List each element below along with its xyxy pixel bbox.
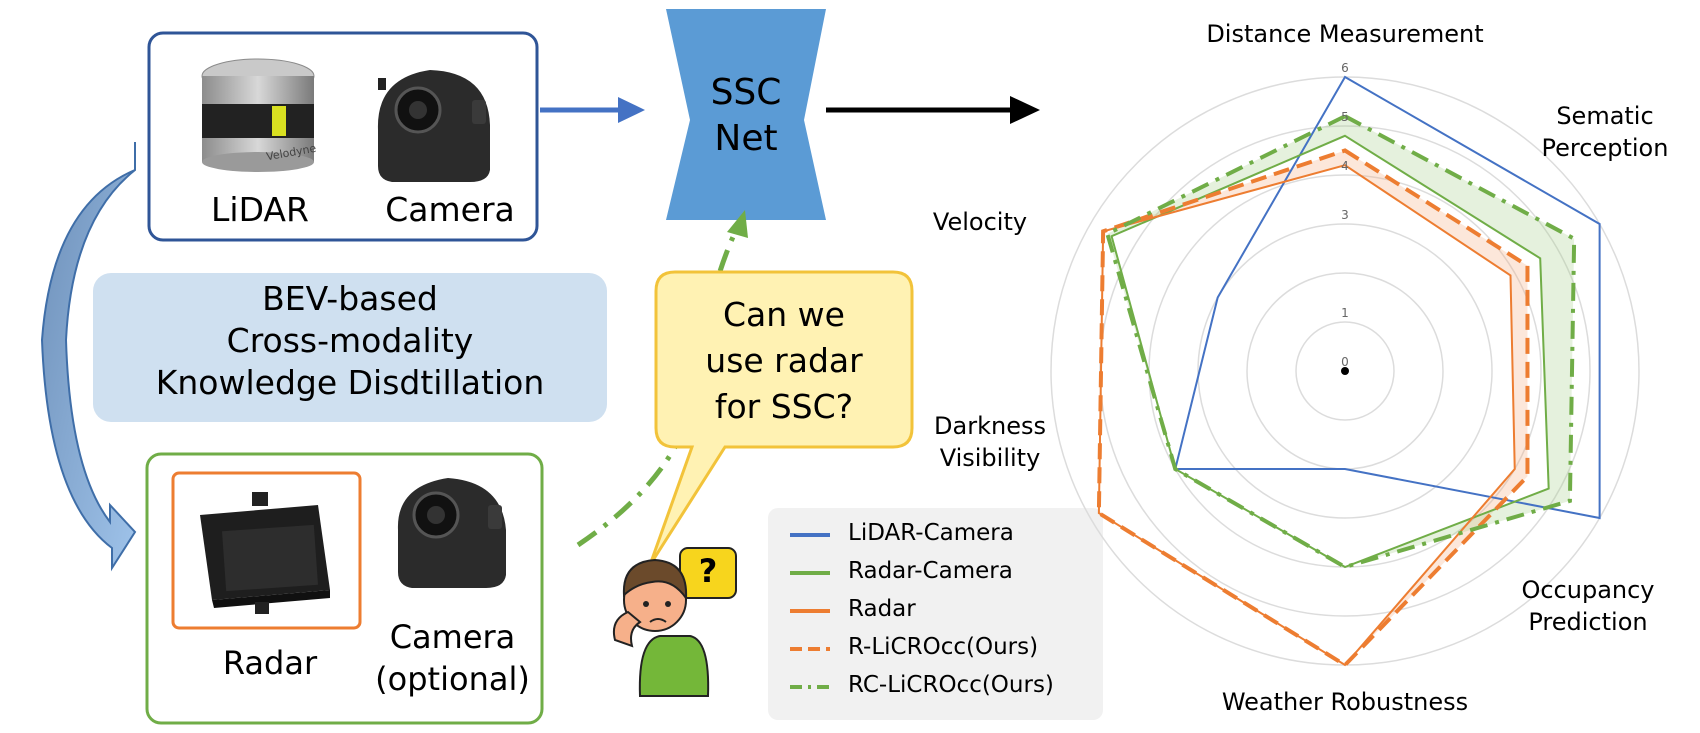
- bubble-line-2: use radar: [705, 341, 863, 380]
- axis-label-line: Occupancy: [1521, 576, 1655, 604]
- axis-label: Velocity: [920, 206, 1040, 238]
- axis-label: Distance Measurement: [1190, 18, 1500, 50]
- ssc-net-line-1: SSC: [710, 72, 782, 113]
- arrow-to-chart: [826, 96, 1040, 124]
- bubble-line-1: Can we: [723, 295, 845, 334]
- series-line: [1110, 134, 1550, 569]
- legend-entry: Radar: [848, 596, 916, 622]
- bubble-line-3: for SSC?: [714, 387, 854, 426]
- distillation-curve-arrow: [40, 142, 137, 572]
- camera-optional-label: Camera (optional): [365, 616, 540, 700]
- axis-label-line: Weather Robustness: [1221, 688, 1469, 716]
- kd-box: [93, 273, 607, 422]
- camera-optional-line-1: Camera: [389, 618, 516, 656]
- tick-label: 3: [1341, 208, 1349, 222]
- kd-text: BEV-based Cross-modality Knowledge Disdt…: [93, 278, 607, 404]
- axis-label-line: Velocity: [932, 208, 1028, 236]
- axis-label-line: Darkness: [934, 412, 1046, 440]
- arrow-to-ssc-net: [540, 97, 645, 123]
- axis-label-line: Prediction: [1528, 608, 1648, 636]
- radar-chart: [1050, 75, 1640, 668]
- camera-optional-icon: [397, 478, 506, 588]
- series-line: [1173, 75, 1601, 520]
- tick-label: 1: [1341, 306, 1349, 320]
- axis-label-line: Distance Measurement: [1206, 20, 1484, 48]
- camera-label: Camera: [385, 190, 515, 229]
- legend-box: [768, 508, 1103, 720]
- grid-ring: [1197, 223, 1493, 519]
- series-line: [1096, 148, 1530, 668]
- tick-label: 6: [1341, 61, 1349, 75]
- ssc-net-label: SSC Net: [680, 70, 812, 162]
- chart-center-dot: [1341, 367, 1349, 375]
- ssc-net-block: [666, 9, 826, 220]
- camera-optional-line-2: (optional): [375, 660, 530, 698]
- grid-ring: [1099, 125, 1591, 617]
- ssc-net-line-2: Net: [714, 118, 778, 159]
- camera-icon: [377, 70, 490, 182]
- thinking-person-icon: [612, 547, 737, 697]
- legend-entry: R-LiCROcc(Ours): [848, 634, 1039, 660]
- legend-swatches: [790, 533, 830, 689]
- axis-label: Weather Robustness: [1195, 686, 1495, 718]
- speech-bubble: [648, 270, 914, 566]
- legend-entry: RC-LiCROcc(Ours): [848, 672, 1054, 698]
- radar-query-arrowhead: [727, 210, 748, 238]
- lidar-icon: [201, 58, 315, 172]
- axis-label-line: Visibility: [939, 444, 1041, 472]
- kd-line-1: BEV-based: [262, 279, 438, 318]
- legend-entry: Radar-Camera: [848, 558, 1013, 584]
- tick-label: 4: [1341, 159, 1349, 173]
- tick-label: 0: [1341, 355, 1349, 369]
- kd-line-3: Knowledge Disdtillation: [155, 363, 545, 402]
- axis-label-line: Perception: [1541, 134, 1669, 162]
- kd-line-2: Cross-modality: [226, 321, 474, 360]
- question-mark: ?: [698, 552, 718, 590]
- legend-entry: LiDAR-Camera: [848, 520, 1014, 546]
- bubble-text: Can we use radar for SSC?: [656, 292, 912, 430]
- axis-label-line: Sematic: [1556, 102, 1654, 130]
- tick-label: 5: [1341, 110, 1349, 124]
- radar-label: Radar: [222, 644, 318, 682]
- radar-icon: [200, 492, 330, 614]
- grid-ring: [1295, 321, 1395, 421]
- lidar-label: LiDAR: [211, 190, 309, 229]
